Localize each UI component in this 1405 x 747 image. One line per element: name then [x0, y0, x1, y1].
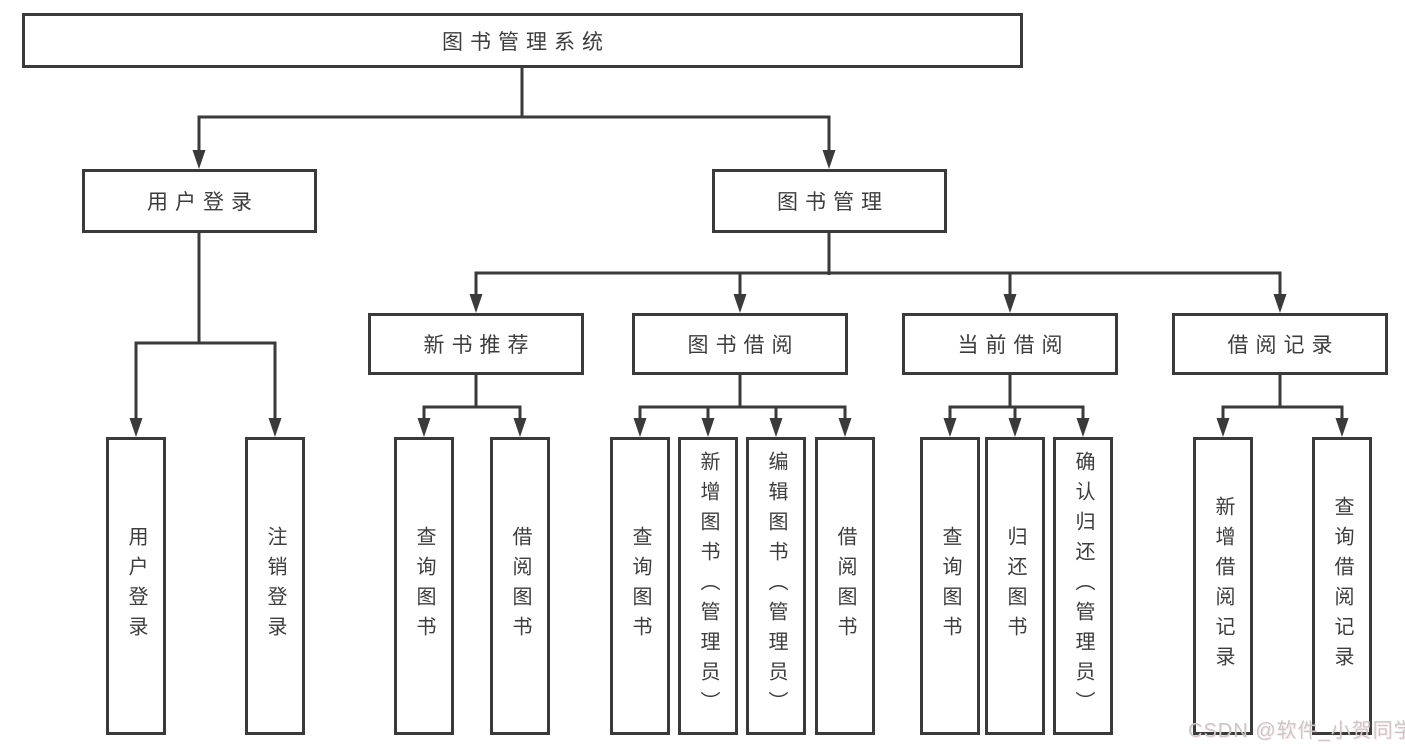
- arrowhead-book-borrowing: [733, 294, 747, 313]
- connector-borrowing-records-branch: [1221, 405, 1344, 422]
- arrowhead-leaf-return-book: [1008, 418, 1022, 437]
- arrowhead-new-book-recommendation: [469, 294, 483, 313]
- node-current-borrowing: 当前借阅: [902, 313, 1118, 375]
- connector-user-login-branch: [134, 341, 277, 422]
- leaf-user-login: 用户登录: [106, 437, 166, 735]
- arrowhead-leaf-search-books-borrow: [633, 418, 647, 437]
- leaf-search-books-current-label: 查询图书: [939, 526, 961, 646]
- leaf-borrow-books-recommend: 借阅图书: [490, 437, 550, 735]
- node-root: 图书管理系统: [22, 13, 1023, 68]
- arrowhead-leaf-user-login: [129, 418, 143, 437]
- leaf-search-books-borrow: 查询图书: [610, 437, 670, 735]
- leaf-add-borrow-record: 新增借阅记录: [1193, 437, 1253, 735]
- node-user-login: 用户登录: [82, 169, 317, 233]
- arrowhead-leaf-search-books-recommend: [417, 418, 431, 437]
- node-borrowing-records-label: 借阅记录: [1227, 334, 1340, 357]
- watermark: CSDN @软件_小贺同学: [1188, 714, 1405, 743]
- leaf-add-book-admin-label: 新增图书（管理员）: [697, 451, 719, 721]
- leaf-add-borrow-record-label: 新增借阅记录: [1212, 496, 1234, 676]
- arrowhead-leaf-add-borrow-record: [1216, 418, 1230, 437]
- leaf-edit-book-admin: 编辑图书（管理员）: [746, 437, 806, 735]
- node-new-book-recommendation-label: 新书推荐: [423, 334, 536, 357]
- node-book-management-label: 图书管理: [777, 191, 889, 214]
- arrowhead-leaf-borrow-books-recommend: [513, 418, 527, 437]
- arrowhead-leaf-confirm-return-admin: [1076, 418, 1090, 437]
- node-root-label: 图书管理系统: [442, 30, 610, 54]
- leaf-search-borrow-record: 查询借阅记录: [1312, 437, 1372, 735]
- leaf-borrow-books-recommend-label: 借阅图书: [509, 526, 531, 646]
- leaf-search-borrow-record-label: 查询借阅记录: [1331, 496, 1353, 676]
- node-new-book-recommendation: 新书推荐: [368, 313, 584, 375]
- arrowhead-borrowing-records: [1273, 294, 1287, 313]
- arrowhead-leaf-search-borrow-record: [1335, 418, 1349, 437]
- leaf-logout: 注销登录: [245, 437, 305, 735]
- leaf-search-books-recommend-label: 查询图书: [413, 526, 435, 646]
- leaf-confirm-return-admin: 确认归还（管理员）: [1053, 437, 1113, 735]
- leaf-logout-label: 注销登录: [264, 526, 286, 646]
- arrowhead-leaf-logout: [268, 418, 282, 437]
- connector-root-branch: [197, 115, 831, 154]
- arrowhead-user-login: [192, 150, 206, 169]
- node-book-borrowing-label: 图书借阅: [687, 334, 800, 357]
- node-user-login-label: 用户登录: [147, 191, 259, 214]
- leaf-search-books-recommend: 查询图书: [394, 437, 454, 735]
- leaf-add-book-admin: 新增图书（管理员）: [678, 437, 738, 735]
- leaf-user-login-label: 用户登录: [125, 526, 147, 646]
- leaf-edit-book-admin-label: 编辑图书（管理员）: [765, 451, 787, 721]
- arrowhead-book-management: [822, 150, 836, 169]
- arrowhead-leaf-add-book-admin: [701, 418, 715, 437]
- arrowhead-leaf-borrow-book: [838, 418, 852, 437]
- leaf-confirm-return-admin-label: 确认归还（管理员）: [1072, 451, 1094, 721]
- leaf-search-books-current: 查询图书: [920, 437, 980, 735]
- connector-new-book-branch: [422, 405, 522, 422]
- node-book-borrowing: 图书借阅: [632, 313, 848, 375]
- node-book-management: 图书管理: [712, 169, 947, 233]
- leaf-borrow-book: 借阅图书: [815, 437, 875, 735]
- watermark-text: CSDN @软件_小贺同学: [1188, 720, 1405, 742]
- node-borrowing-records: 借阅记录: [1172, 313, 1388, 375]
- leaf-return-book: 归还图书: [985, 437, 1045, 735]
- leaf-search-books-borrow-label: 查询图书: [629, 526, 651, 646]
- connector-level3-branch: [474, 271, 1282, 298]
- leaf-borrow-book-label: 借阅图书: [834, 526, 856, 646]
- arrowhead-leaf-search-books-current: [943, 418, 957, 437]
- arrowhead-leaf-edit-book-admin: [769, 418, 783, 437]
- leaf-return-book-label: 归还图书: [1004, 526, 1026, 646]
- arrowhead-current-borrowing: [1003, 294, 1017, 313]
- node-current-borrowing-label: 当前借阅: [957, 334, 1070, 357]
- connector-book-borrowing-branch: [638, 405, 847, 422]
